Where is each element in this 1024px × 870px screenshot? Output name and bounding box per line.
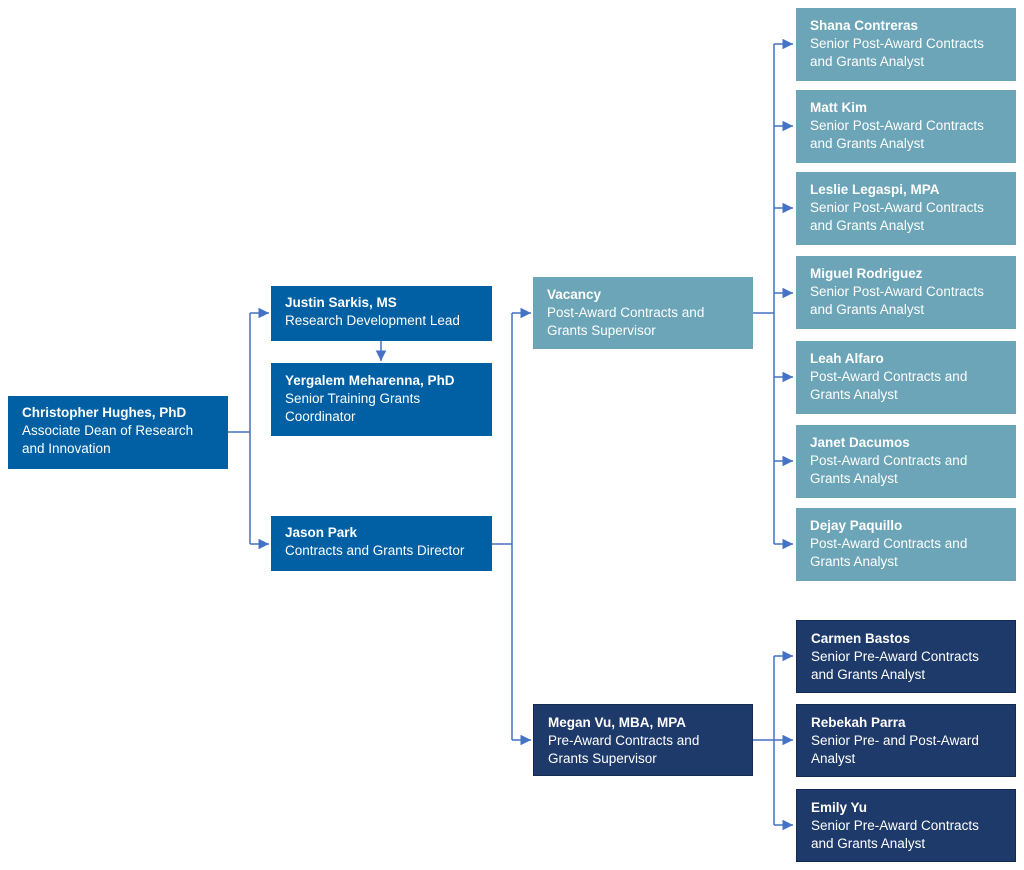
node-name: Megan Vu, MBA, MPA: [548, 715, 686, 730]
node-post-award-analyst: Shana Contreras Senior Post-Award Contra…: [796, 8, 1016, 81]
node-pre-award-analyst: Rebekah Parra Senior Pre- and Post-Award…: [796, 704, 1016, 777]
node-name: Christopher Hughes, PhD: [22, 405, 187, 420]
node-pre-award-supervisor: Megan Vu, MBA, MPA Pre-Award Contracts a…: [533, 704, 753, 776]
connector-root-trunk: [228, 313, 251, 544]
node-name: Matt Kim: [810, 100, 867, 115]
node-title: Associate Dean of Research and Innovatio…: [22, 423, 194, 456]
node-title: Pre-Award Contracts and Grants Superviso…: [548, 733, 700, 766]
node-name: Dejay Paquillo: [810, 518, 903, 533]
node-name: Shana Contreras: [810, 18, 919, 33]
node-title: Senior Pre-Award Contracts and Grants An…: [811, 818, 979, 851]
node-name: Jason Park: [285, 525, 358, 540]
node-post-award-analyst: Leah Alfaro Post-Award Contracts and Gra…: [796, 341, 1016, 414]
connector-post-award-trunk: [753, 44, 775, 544]
node-training-coordinator: Yergalem Meharenna, PhD Senior Training …: [271, 363, 492, 436]
node-name: Vacancy: [547, 287, 602, 302]
node-title: Post-Award Contracts and Grants Analyst: [810, 369, 968, 402]
node-title: Post-Award Contracts and Grants Analyst: [810, 536, 968, 569]
node-title: Senior Post-Award Contracts and Grants A…: [810, 36, 984, 69]
node-name: Rebekah Parra: [811, 715, 906, 730]
node-title: Post-Award Contracts and Grants Analyst: [810, 453, 968, 486]
node-name: Janet Dacumos: [810, 435, 910, 450]
node-title: Research Development Lead: [285, 313, 460, 328]
node-name: Carmen Bastos: [811, 631, 911, 646]
node-name: Leah Alfaro: [810, 351, 884, 366]
node-title: Contracts and Grants Director: [285, 543, 465, 558]
node-name: Leslie Legaspi, MPA: [810, 182, 940, 197]
node-title: Senior Post-Award Contracts and Grants A…: [810, 200, 984, 233]
node-title: Senior Pre- and Post-Award Analyst: [811, 733, 979, 766]
node-title: Senior Post-Award Contracts and Grants A…: [810, 118, 984, 151]
node-post-award-analyst: Dejay Paquillo Post-Award Contracts and …: [796, 508, 1016, 581]
node-post-award-analyst: Leslie Legaspi, MPA Senior Post-Award Co…: [796, 172, 1016, 245]
node-title: Senior Pre-Award Contracts and Grants An…: [811, 649, 979, 682]
node-name: Yergalem Meharenna, PhD: [285, 373, 455, 388]
connector-pre-award-trunk: [753, 656, 775, 825]
node-post-award-analyst: Janet Dacumos Post-Award Contracts and G…: [796, 425, 1016, 498]
connector-director-trunk: [492, 313, 513, 740]
node-name: Miguel Rodriguez: [810, 266, 923, 281]
node-name: Emily Yu: [811, 800, 868, 815]
node-name: Justin Sarkis, MS: [285, 295, 397, 310]
node-post-award-analyst: Miguel Rodriguez Senior Post-Award Contr…: [796, 256, 1016, 329]
node-pre-award-analyst: Carmen Bastos Senior Pre-Award Contracts…: [796, 620, 1016, 693]
node-post-award-analyst: Matt Kim Senior Post-Award Contracts and…: [796, 90, 1016, 163]
node-pre-award-analyst: Emily Yu Senior Pre-Award Contracts and …: [796, 789, 1016, 862]
node-associate-dean: Christopher Hughes, PhD Associate Dean o…: [8, 396, 228, 469]
node-title: Senior Training Grants Coordinator: [285, 391, 421, 424]
node-title: Post-Award Contracts and Grants Supervis…: [547, 305, 705, 338]
node-post-award-supervisor: Vacancy Post-Award Contracts and Grants …: [533, 277, 753, 349]
node-research-development-lead: Justin Sarkis, MS Research Development L…: [271, 286, 492, 341]
node-title: Senior Post-Award Contracts and Grants A…: [810, 284, 984, 317]
node-contracts-grants-director: Jason Park Contracts and Grants Director: [271, 516, 492, 571]
